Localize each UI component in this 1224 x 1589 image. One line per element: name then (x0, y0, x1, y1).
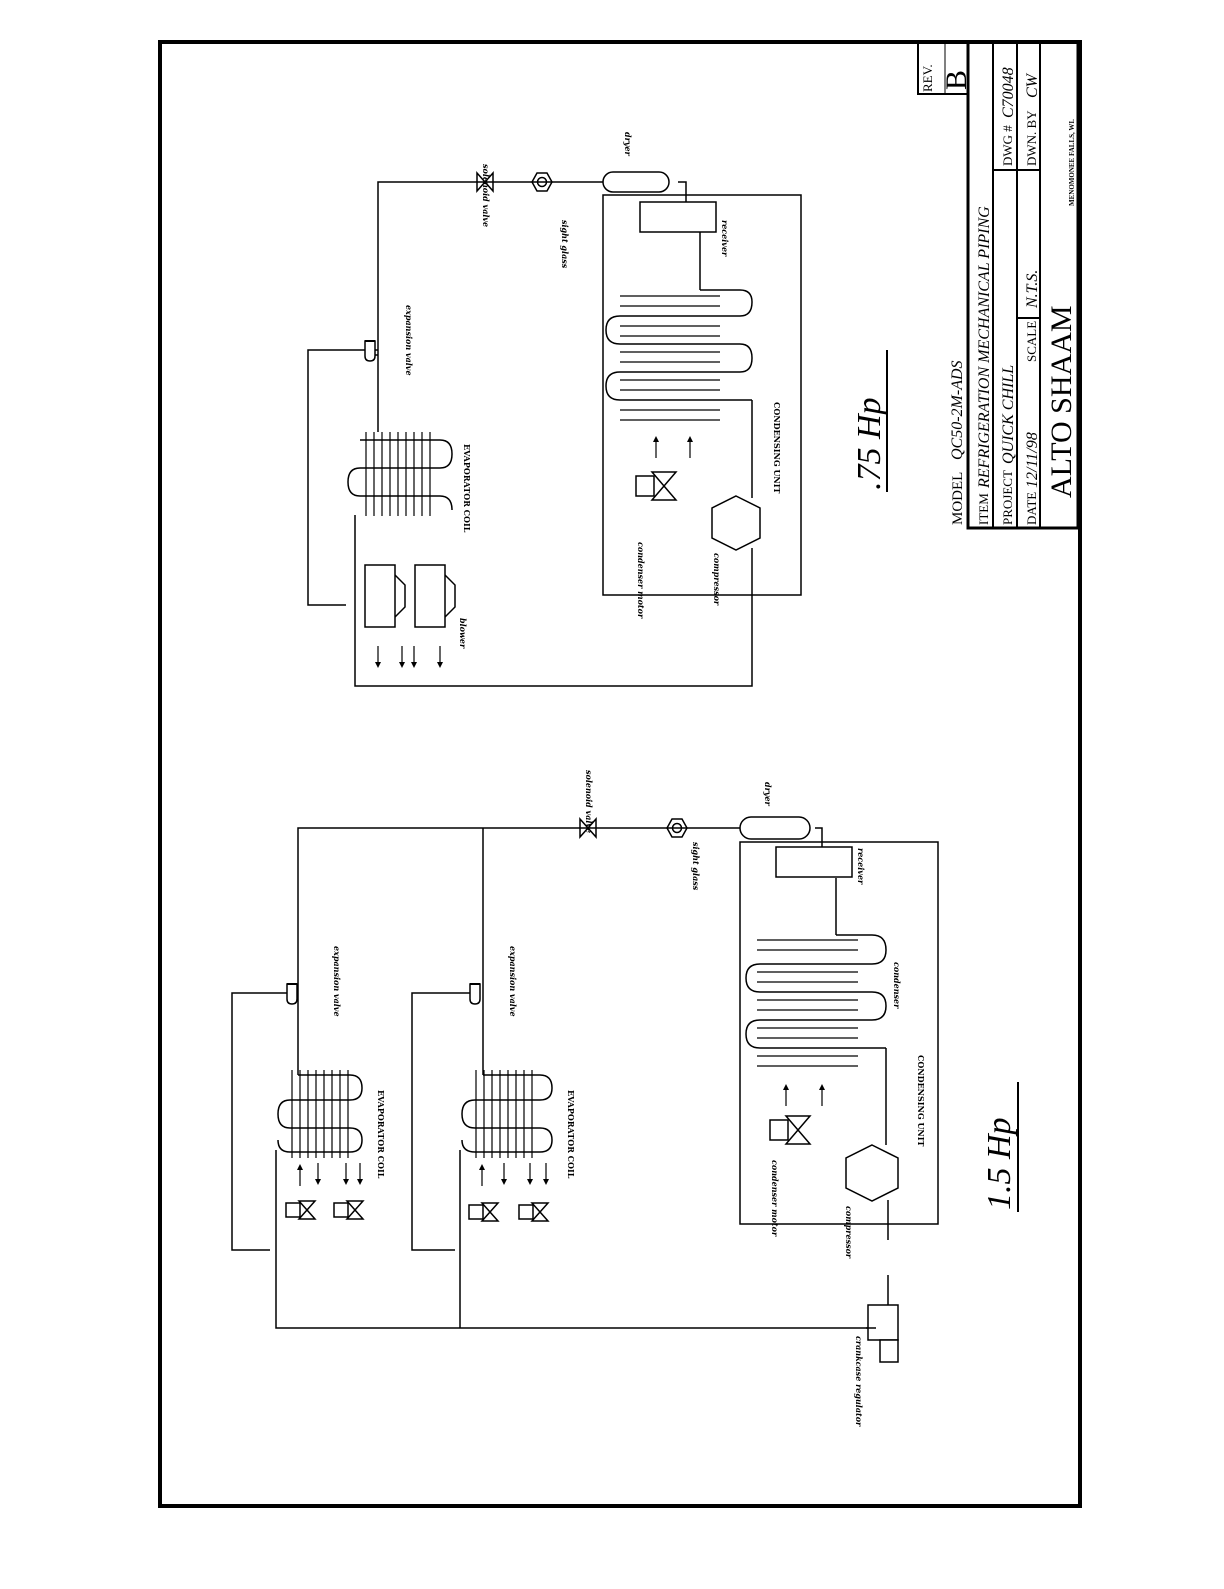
compressor-15 (845, 1144, 899, 1202)
dryer-075-label: dryer (623, 132, 633, 157)
sheet-border (158, 40, 1082, 1508)
rev-value: B (940, 70, 973, 90)
expansion-valve-15-2-label: expansion valve (508, 946, 518, 1017)
item-value: REFRIGERATION MECHANICAL PIPING (976, 206, 993, 489)
compressor-075 (711, 495, 761, 551)
condensing-unit-15-label: CONDENSING UNIT (916, 1055, 926, 1146)
project-label: PROJECT (1000, 470, 1015, 525)
receiver-075-label: receiver (720, 220, 730, 257)
drawn-by-value: CW (1024, 72, 1041, 98)
condenser-motor-15-label: condenser motor (770, 1160, 780, 1237)
evaporator-coil-075-label: EVAPORATOR COIL (462, 444, 472, 533)
solenoid-valve-15-label: solenoid valve (584, 770, 594, 833)
title-block: REV. B MODEL QC50-2M-ADS ITEM REFRIGERAT… (917, 40, 1080, 530)
evaporator-coil-15-2-label: EVAPORATOR COIL (566, 1090, 576, 1179)
condenser-15-label: condenser (892, 962, 902, 1009)
dwg-label: DWG # (1000, 125, 1015, 166)
condensing-unit-075-label: CONDENSING UNIT (772, 402, 782, 493)
rev-label: REV. (920, 64, 935, 92)
dryer-15-label: dryer (763, 782, 773, 807)
receiver-075 (639, 201, 717, 233)
evaporator-fans-15-2 (468, 1162, 550, 1222)
expansion-valve-15-2 (469, 983, 481, 1005)
condensing-unit-075 (602, 194, 802, 596)
dryer-15 (739, 816, 811, 840)
condenser-coil-075 (605, 289, 753, 421)
condenser-coil-15 (745, 934, 887, 1067)
compressor-15-label: compressor (844, 1206, 854, 1259)
drawn-by-label: DWN. BY (1024, 110, 1039, 166)
receiver-15-label: receiver (856, 848, 866, 885)
expansion-valve-075 (364, 340, 376, 362)
expansion-valve-15-1 (286, 983, 298, 1005)
condenser-motor-075-label: condenser motor (636, 542, 646, 619)
revision-box (917, 41, 969, 95)
model-label: MODEL (950, 472, 966, 525)
solenoid-valve-075-label: solenoid valve (481, 164, 491, 227)
expansion-valve-15-1-label: expansion valve (332, 946, 342, 1017)
system-075-title: .75 Hp (851, 397, 888, 490)
item-label: ITEM (976, 493, 991, 525)
piping-15 (231, 827, 889, 1329)
condenser-fan-075 (635, 471, 677, 501)
condensing-unit-15 (739, 841, 939, 1225)
evaporator-coil-15-1 (277, 1070, 363, 1158)
condenser-fan-15 (769, 1115, 811, 1145)
crankcase-regulator (866, 1304, 899, 1363)
date-label: DATE (1024, 492, 1039, 525)
company-location: MENOMONEE FALLS, WI. (1068, 119, 1076, 206)
compressor-075-label: compressor (712, 553, 722, 606)
evaporator-coil-15-2 (461, 1070, 553, 1158)
scale-label: SCALE (1024, 321, 1039, 362)
sight-glass-075-label: sight glass (560, 220, 570, 269)
company-name: ALTO SHAAM (1045, 305, 1078, 498)
crankcase-regulator-label: crankcase regulator (854, 1336, 864, 1427)
evaporator-coil-075 (347, 432, 453, 516)
blower-075 (364, 564, 456, 669)
model-value: QC50-2M-ADS (949, 360, 966, 460)
date-value: 12/11/98 (1024, 432, 1041, 488)
evaporator-coil-15-1-label: EVAPORATOR COIL (376, 1090, 386, 1179)
system-075-hp: .75 Hp (307, 132, 888, 687)
system-15-hp: 1.5 Hp (231, 770, 1019, 1427)
sight-glass-15-label: sight glass (691, 842, 701, 891)
scale-value: N.T.S. (1024, 270, 1041, 309)
project-value: QUICK CHILL (1000, 365, 1017, 464)
system-15-title: 1.5 Hp (981, 1117, 1018, 1210)
blower-075-label: blower (458, 618, 468, 649)
receiver-15 (775, 846, 853, 878)
dwg-value: C70048 (1000, 67, 1017, 118)
expansion-valve-075-label: expansion valve (404, 305, 414, 376)
dryer-075 (602, 171, 670, 193)
evaporator-fans-15-1 (285, 1162, 364, 1220)
piping-075 (307, 181, 753, 687)
